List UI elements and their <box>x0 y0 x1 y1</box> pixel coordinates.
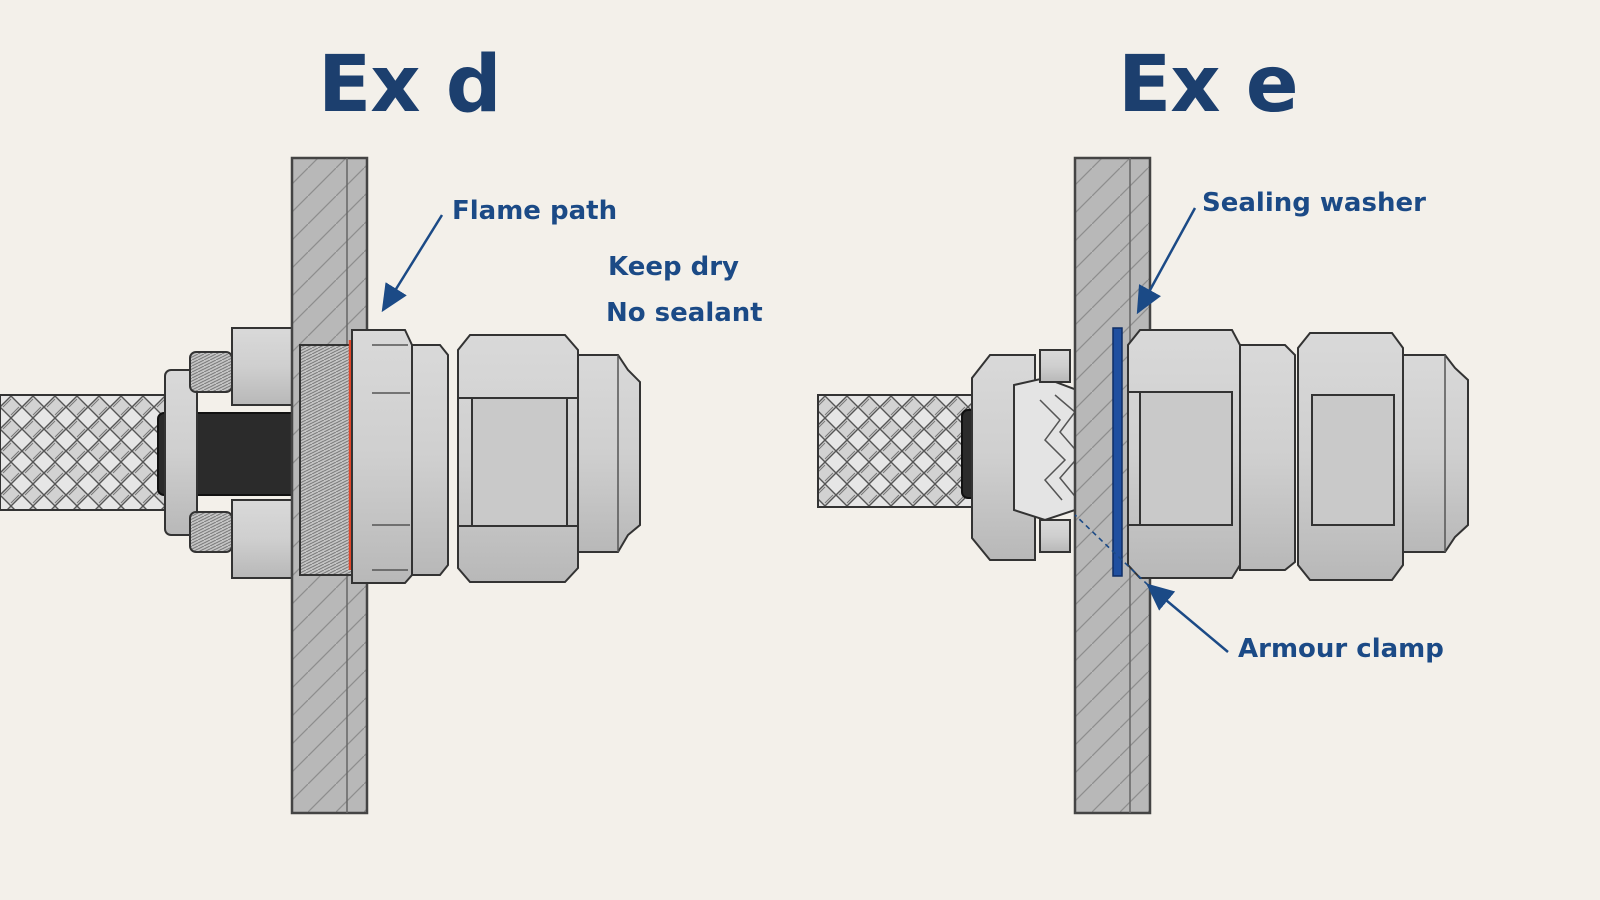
ex-e-sealing-washer <box>1112 327 1123 577</box>
ex-d-gland <box>0 156 641 815</box>
sealing-washer-label: Sealing washer <box>1202 188 1426 218</box>
sealing-washer-leader-arrow <box>1136 207 1197 315</box>
ex-d-title: Ex d <box>318 40 502 130</box>
armour-clamp-part <box>1013 349 1091 553</box>
ex-e-gland <box>817 156 1469 815</box>
ex-e-title: Ex e <box>1118 40 1299 130</box>
flame-path-label: Flame path <box>452 196 618 226</box>
ex-d-armoured-cable <box>0 394 176 511</box>
armour-clamp-leader-arrow <box>1146 583 1229 653</box>
armour-clamp-label: Armour clamp <box>1238 634 1444 664</box>
flame-path-leader-arrow <box>381 214 444 313</box>
keep-dry-label: Keep dry <box>608 252 740 282</box>
no-sealant-label: No sealant <box>606 298 763 328</box>
ex-e-armoured-cable <box>817 394 979 508</box>
